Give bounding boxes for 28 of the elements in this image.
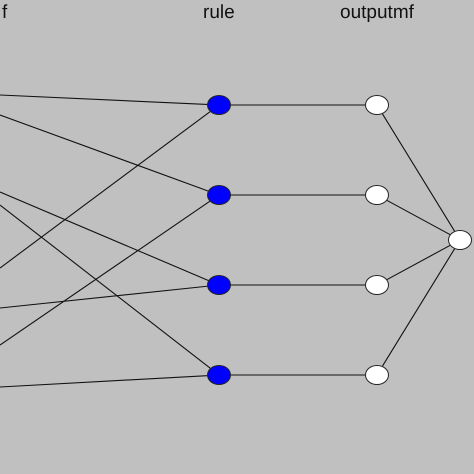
column-heading: outputmf (340, 2, 414, 24)
connector-line (0, 375, 208, 388)
connector-line (0, 111, 210, 268)
node-circle (365, 95, 389, 115)
node-circle (207, 95, 231, 115)
connector-line (0, 192, 209, 281)
connector-line (231, 194, 365, 196)
node-circle (207, 275, 231, 295)
node-circle (365, 185, 389, 205)
connector-line (386, 200, 450, 236)
connector-line (0, 94, 208, 105)
column-heading: f (2, 2, 8, 24)
connector-line (0, 286, 208, 309)
connector-line (0, 200, 210, 346)
connector-line (231, 284, 365, 286)
node-circle (365, 365, 389, 385)
connector-line (231, 104, 365, 106)
column-heading: rule (203, 2, 235, 24)
connector-line (386, 244, 450, 280)
connector-line (382, 248, 455, 366)
node-circle (207, 185, 231, 205)
node-circle (365, 275, 389, 295)
node-circle (207, 365, 231, 385)
connector-line (0, 114, 208, 192)
connector-line (0, 204, 211, 369)
connector-line (382, 114, 455, 232)
node-circle (448, 230, 472, 250)
connector-line (231, 374, 365, 376)
